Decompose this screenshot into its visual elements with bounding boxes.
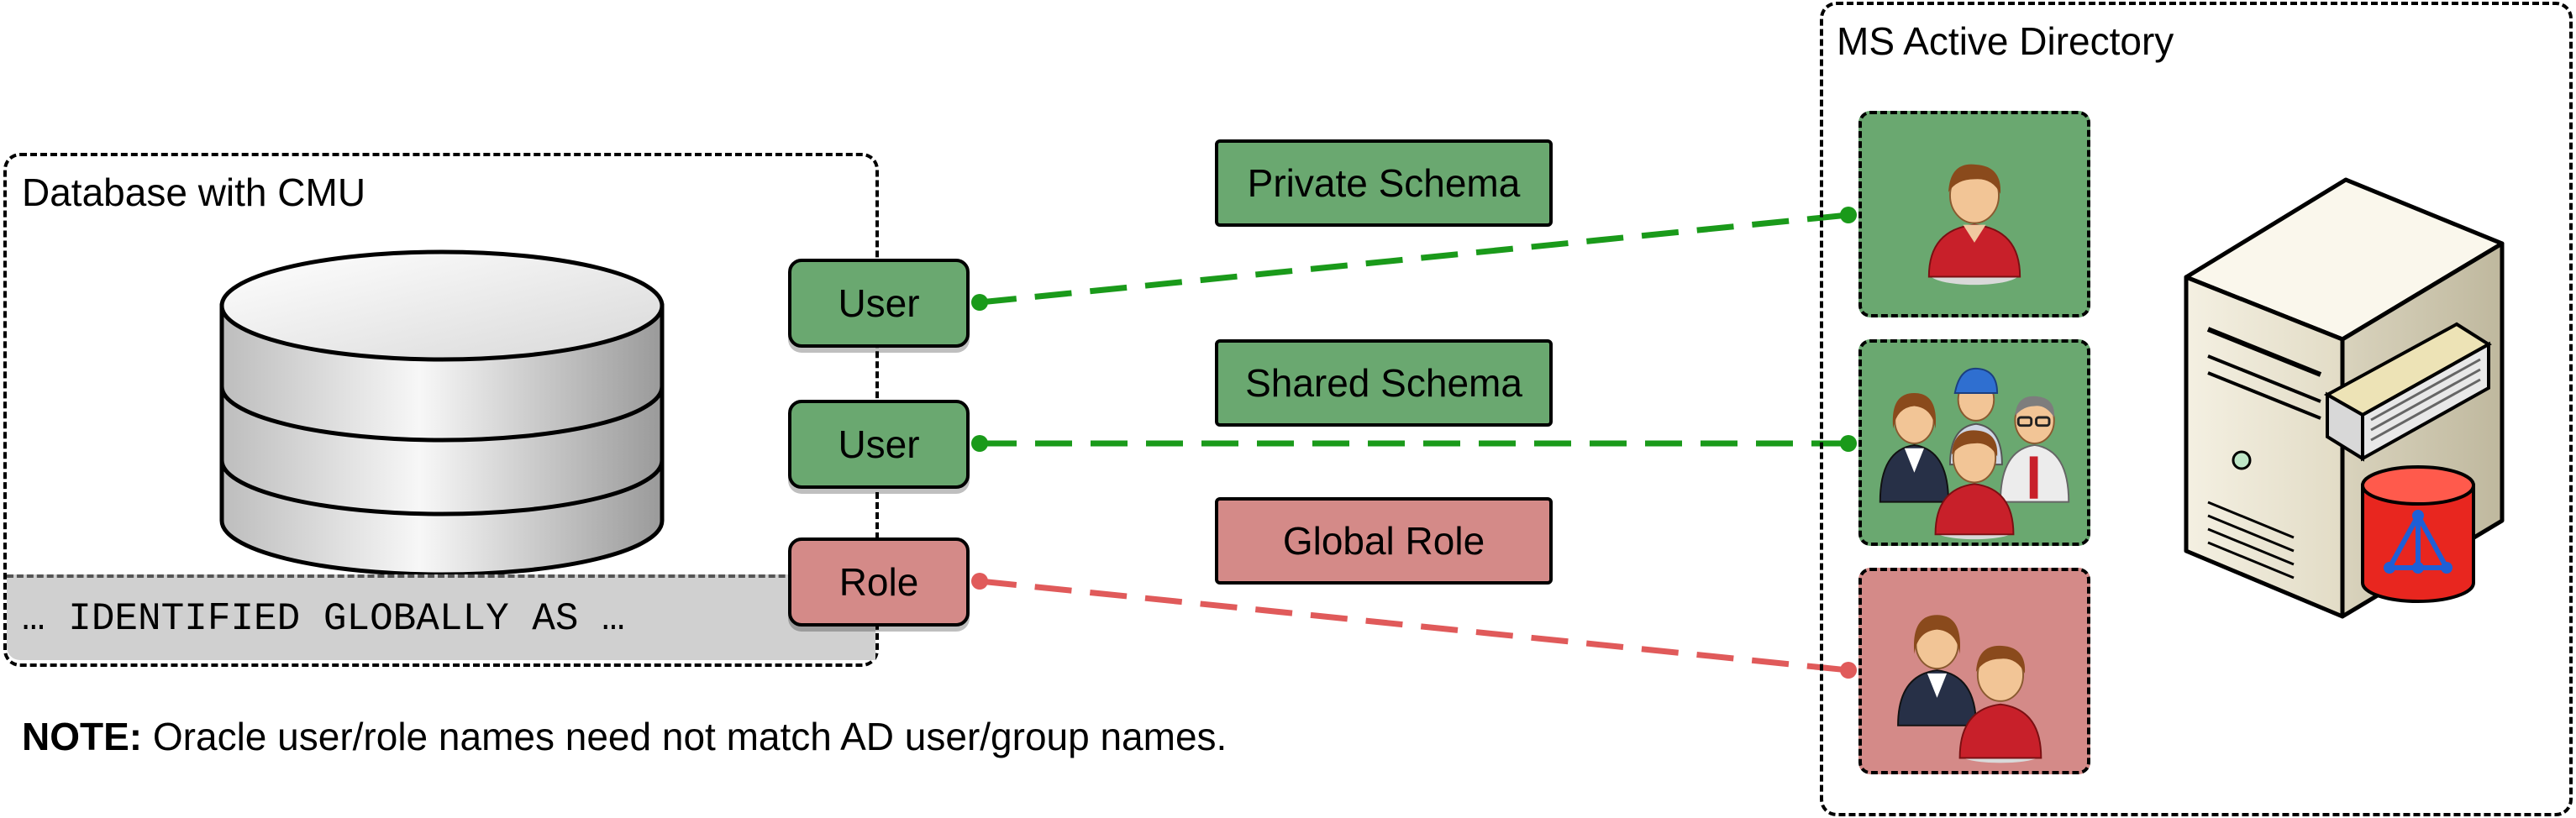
private-schema-label: Private Schema <box>1215 139 1553 227</box>
ad-container <box>1820 2 2573 816</box>
user-tag-shared: User <box>788 400 970 489</box>
connector-global-role <box>979 578 1849 674</box>
note-body: Oracle user/role names need not match AD… <box>142 715 1228 758</box>
note-label: NOTE: <box>22 715 143 758</box>
global-role-label: Global Role <box>1215 497 1553 585</box>
user-tag-private: User <box>788 259 970 348</box>
ad-container-title: MS Active Directory <box>1837 19 2174 63</box>
user-icon <box>1927 164 2021 286</box>
note-text: NOTE: Oracle user/role names need not ma… <box>22 714 1227 759</box>
user-group-icon <box>1879 367 2070 540</box>
ad-user-tile <box>1858 111 2090 317</box>
shared-schema-label: Shared Schema <box>1215 339 1553 427</box>
identified-globally-text: … IDENTIFIED GLOBALLY AS … <box>7 574 875 660</box>
ad-group-tile <box>1858 339 2090 546</box>
connector-private-schema <box>979 212 1849 306</box>
ad-role-tile <box>1858 568 2090 774</box>
role-tag: Role <box>788 537 970 627</box>
user-pair-icon <box>1897 615 2042 763</box>
database-container-title: Database with CMU <box>22 170 366 214</box>
